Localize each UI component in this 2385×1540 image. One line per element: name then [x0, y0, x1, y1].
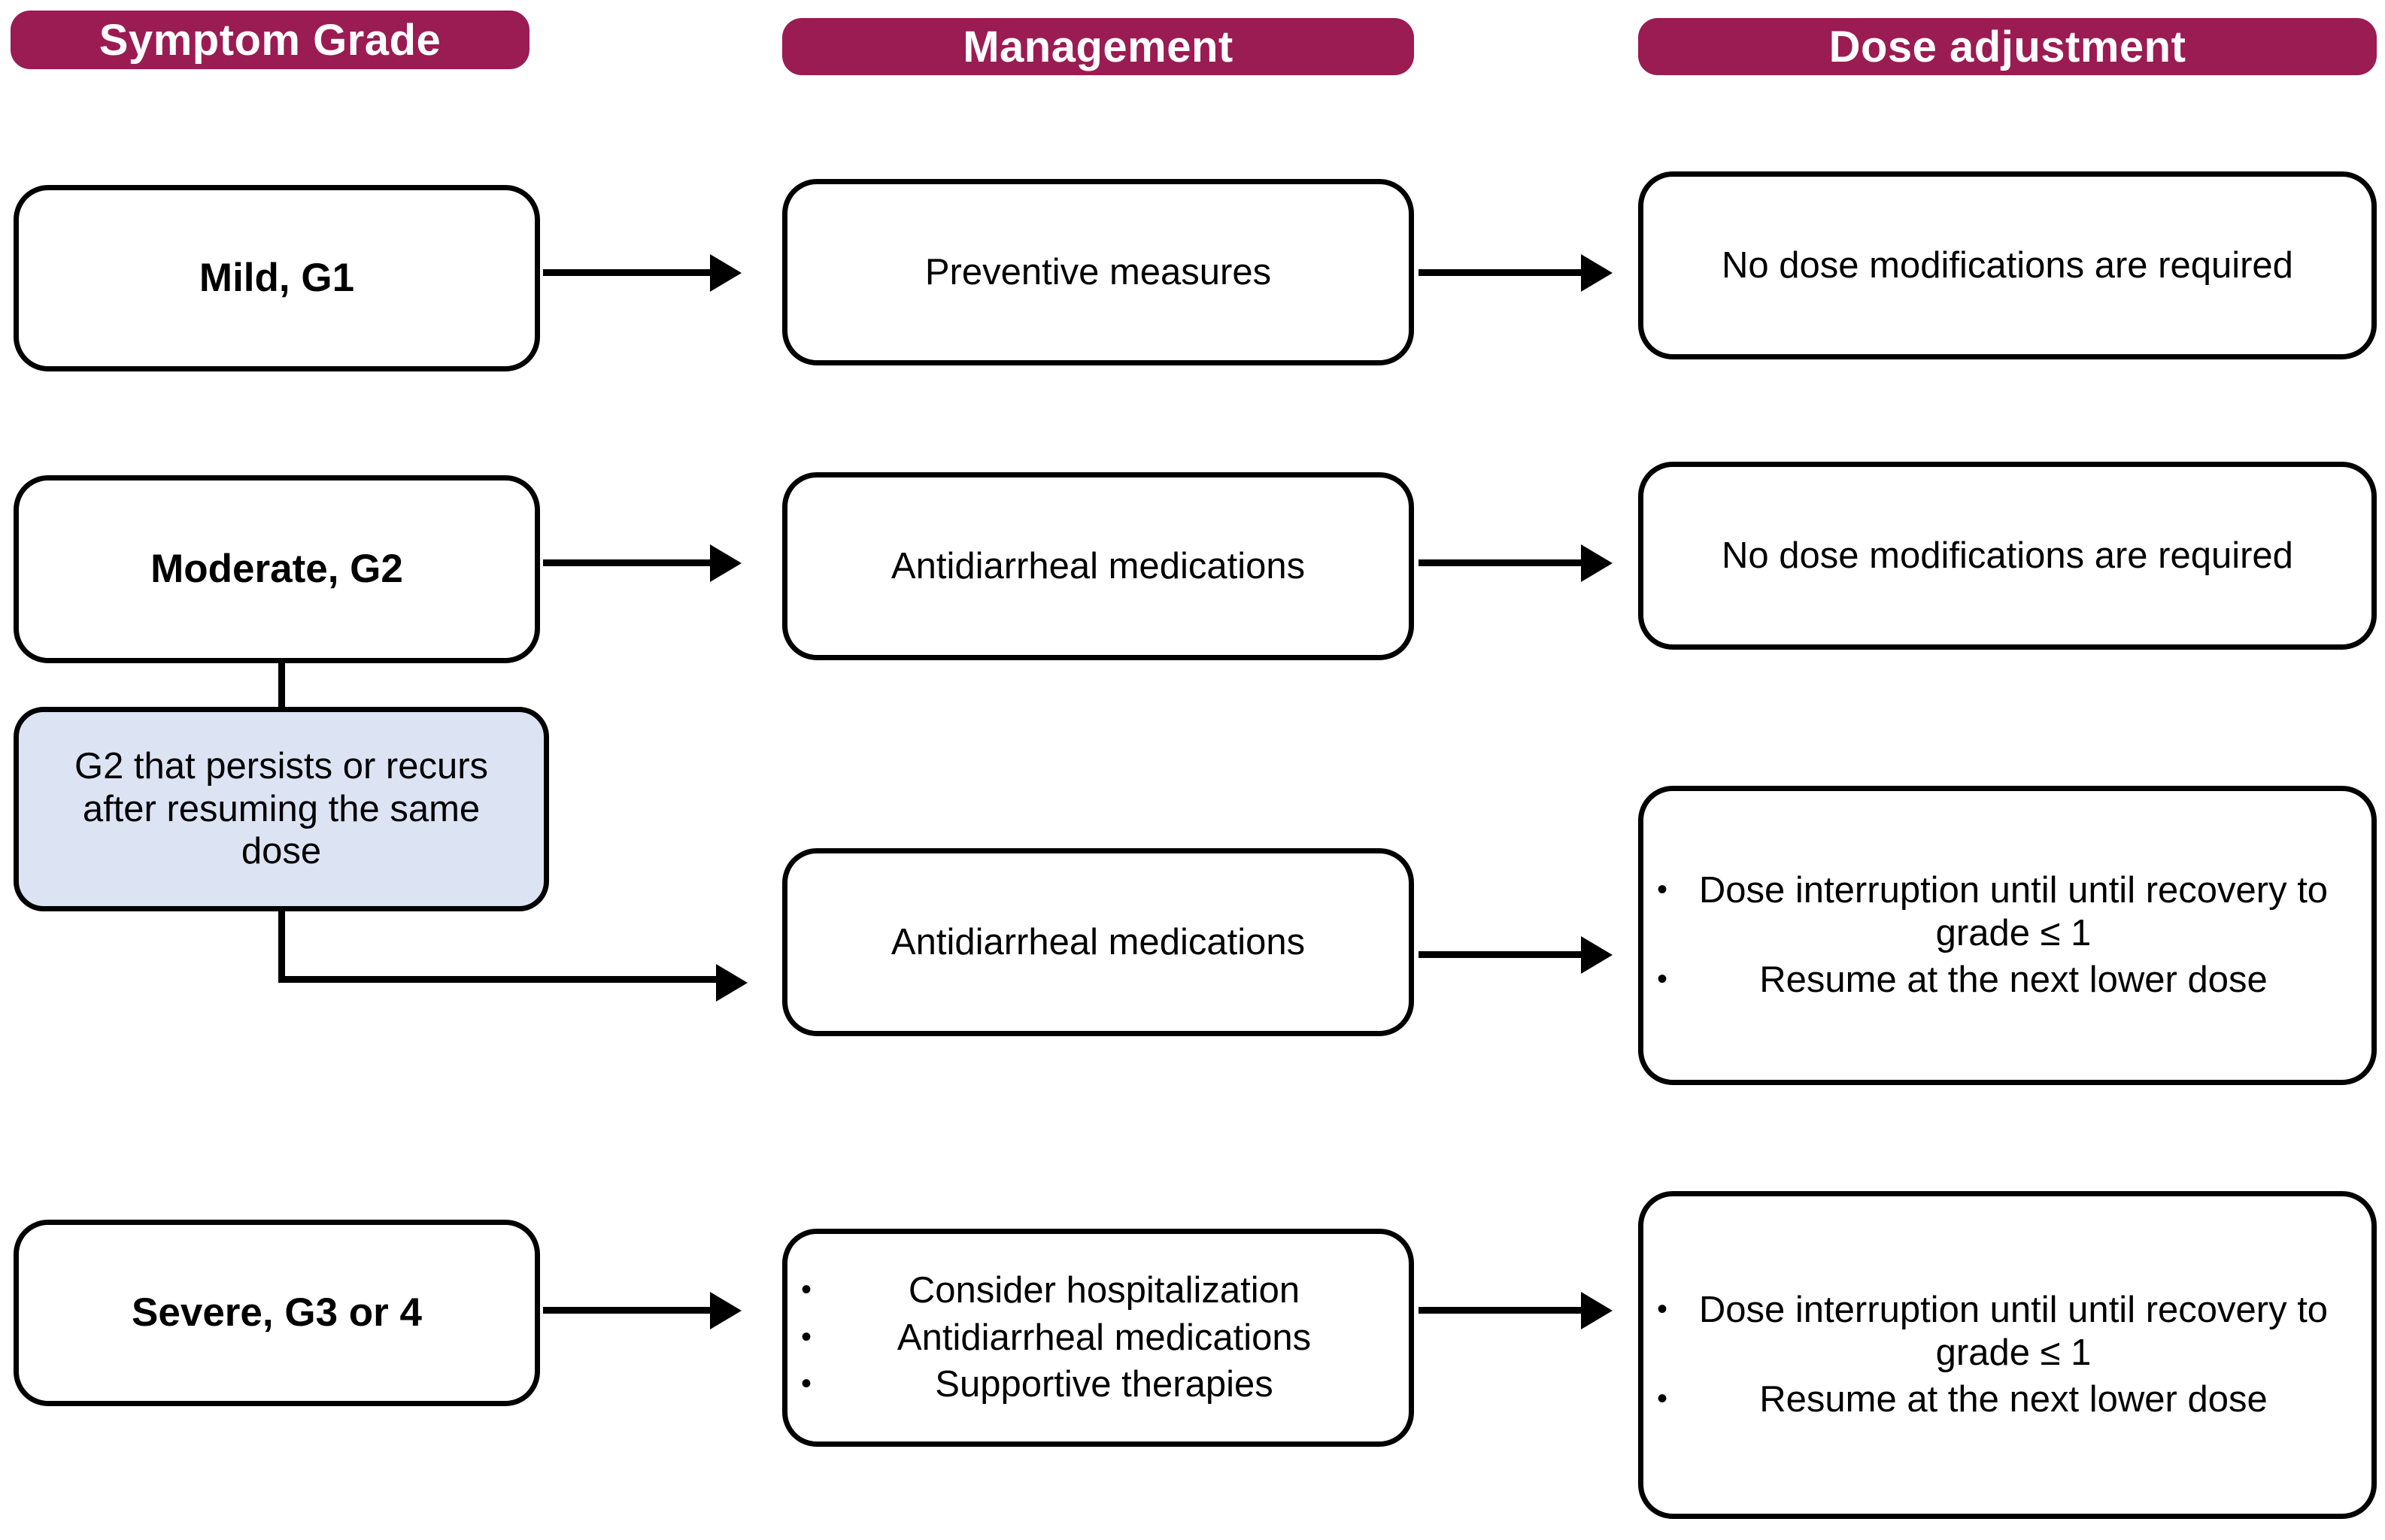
bullet-icon: • [801, 1272, 812, 1306]
dose-box-row2: No dose modifications are required [1638, 462, 2377, 650]
bullet-icon: • [1657, 962, 1668, 996]
dose-box-row4: • Dose interruption until until recovery… [1638, 1191, 2377, 1519]
arrowhead-row4-management [710, 1292, 742, 1329]
dose-box-row2-label: No dose modifications are required [1722, 535, 2293, 576]
dose-box-row3-bullet-list: • Dose interruption until until recovery… [1643, 869, 2371, 1002]
management-box-row4-bullet-list: • Consider hospitalization • Antidiarrhe… [787, 1269, 1409, 1406]
grade-box-moderate-g2-label: Moderate, G2 [150, 547, 403, 592]
arrowhead-row3-management [716, 964, 748, 1002]
management-box-row2: Antidiarrheal medications [782, 472, 1414, 660]
column-header-dose-adjustment: Dose adjustment [1638, 18, 2377, 75]
list-item: • Resume at the next lower dose [1643, 1378, 2371, 1421]
management-box-row4: • Consider hospitalization • Antidiarrhe… [782, 1229, 1414, 1447]
arrowhead-row2-dose [1581, 544, 1613, 582]
connector-row2-management-to-dose [1419, 559, 1585, 566]
dose-box-row1-label: No dose modifications are required [1722, 244, 2293, 286]
connector-row2-grade-to-management [543, 559, 715, 566]
connector-row4-grade-to-management [543, 1307, 715, 1314]
list-item-label: Resume at the next lower dose [1759, 959, 2268, 1001]
connector-row1-grade-to-management [543, 269, 715, 276]
arrowhead-row4-dose [1581, 1292, 1613, 1329]
bullet-icon: • [1657, 872, 1668, 906]
list-item: • Supportive therapies [787, 1363, 1409, 1406]
management-box-row3: Antidiarrheal medications [782, 848, 1414, 1036]
connector-persist-down [278, 908, 285, 982]
bullet-icon: • [801, 1320, 812, 1354]
grade-box-severe-g3-g4-label: Severe, G3 or 4 [132, 1290, 422, 1335]
list-item: • Consider hospitalization [787, 1269, 1409, 1312]
dose-box-row4-bullet-list: • Dose interruption until until recovery… [1643, 1289, 2371, 1421]
connector-row3-management-to-dose [1419, 951, 1585, 958]
connector-row4-management-to-dose [1419, 1307, 1585, 1314]
connector-persist-to-management [278, 976, 722, 983]
column-header-symptom-grade: Symptom Grade [11, 11, 529, 69]
list-item-label: Dose interruption until until recovery t… [1698, 1289, 2329, 1373]
arrowhead-row2-management [710, 544, 742, 582]
list-item: • Antidiarrheal medications [787, 1317, 1409, 1360]
column-header-symptom-grade-label: Symptom Grade [99, 15, 441, 65]
grade-box-mild-g1-label: Mild, G1 [199, 256, 355, 301]
column-header-management: Management [782, 18, 1414, 75]
management-box-row1: Preventive measures [782, 179, 1414, 365]
arrowhead-row1-dose [1581, 254, 1613, 292]
connector-moderate-to-persist [278, 662, 285, 711]
arrowhead-row1-management [710, 254, 742, 292]
grade-box-g2-persists: G2 that persists or recurs after resumin… [14, 707, 549, 911]
connector-row1-management-to-dose [1419, 269, 1585, 276]
dose-box-row1: No dose modifications are required [1638, 171, 2377, 359]
grade-box-severe-g3-g4: Severe, G3 or 4 [14, 1220, 540, 1406]
list-item-label: Supportive therapies [935, 1364, 1273, 1405]
grade-box-g2-persists-label: G2 that persists or recurs after resumin… [74, 745, 489, 872]
grade-box-mild-g1: Mild, G1 [14, 185, 540, 371]
bullet-icon: • [1657, 1382, 1668, 1416]
list-item: • Resume at the next lower dose [1643, 959, 2371, 1002]
column-header-management-label: Management [963, 22, 1233, 71]
grade-box-moderate-g2: Moderate, G2 [14, 475, 540, 663]
management-box-row1-label: Preventive measures [924, 251, 1272, 293]
list-item: • Dose interruption until until recovery… [1643, 869, 2371, 955]
list-item-label: Consider hospitalization [908, 1269, 1300, 1311]
arrowhead-row3-dose [1581, 936, 1613, 974]
management-box-row3-label: Antidiarrheal medications [891, 921, 1306, 962]
list-item-label: Dose interruption until until recovery t… [1698, 869, 2329, 953]
dose-box-row3: • Dose interruption until until recovery… [1638, 786, 2377, 1085]
list-item: • Dose interruption until until recovery… [1643, 1289, 2371, 1375]
list-item-label: Antidiarrheal medications [897, 1317, 1312, 1358]
management-box-row2-label: Antidiarrheal medications [891, 545, 1306, 587]
bullet-icon: • [801, 1367, 812, 1401]
list-item-label: Resume at the next lower dose [1759, 1379, 2268, 1420]
bullet-icon: • [1657, 1292, 1668, 1326]
column-header-dose-adjustment-label: Dose adjustment [1828, 22, 2186, 71]
